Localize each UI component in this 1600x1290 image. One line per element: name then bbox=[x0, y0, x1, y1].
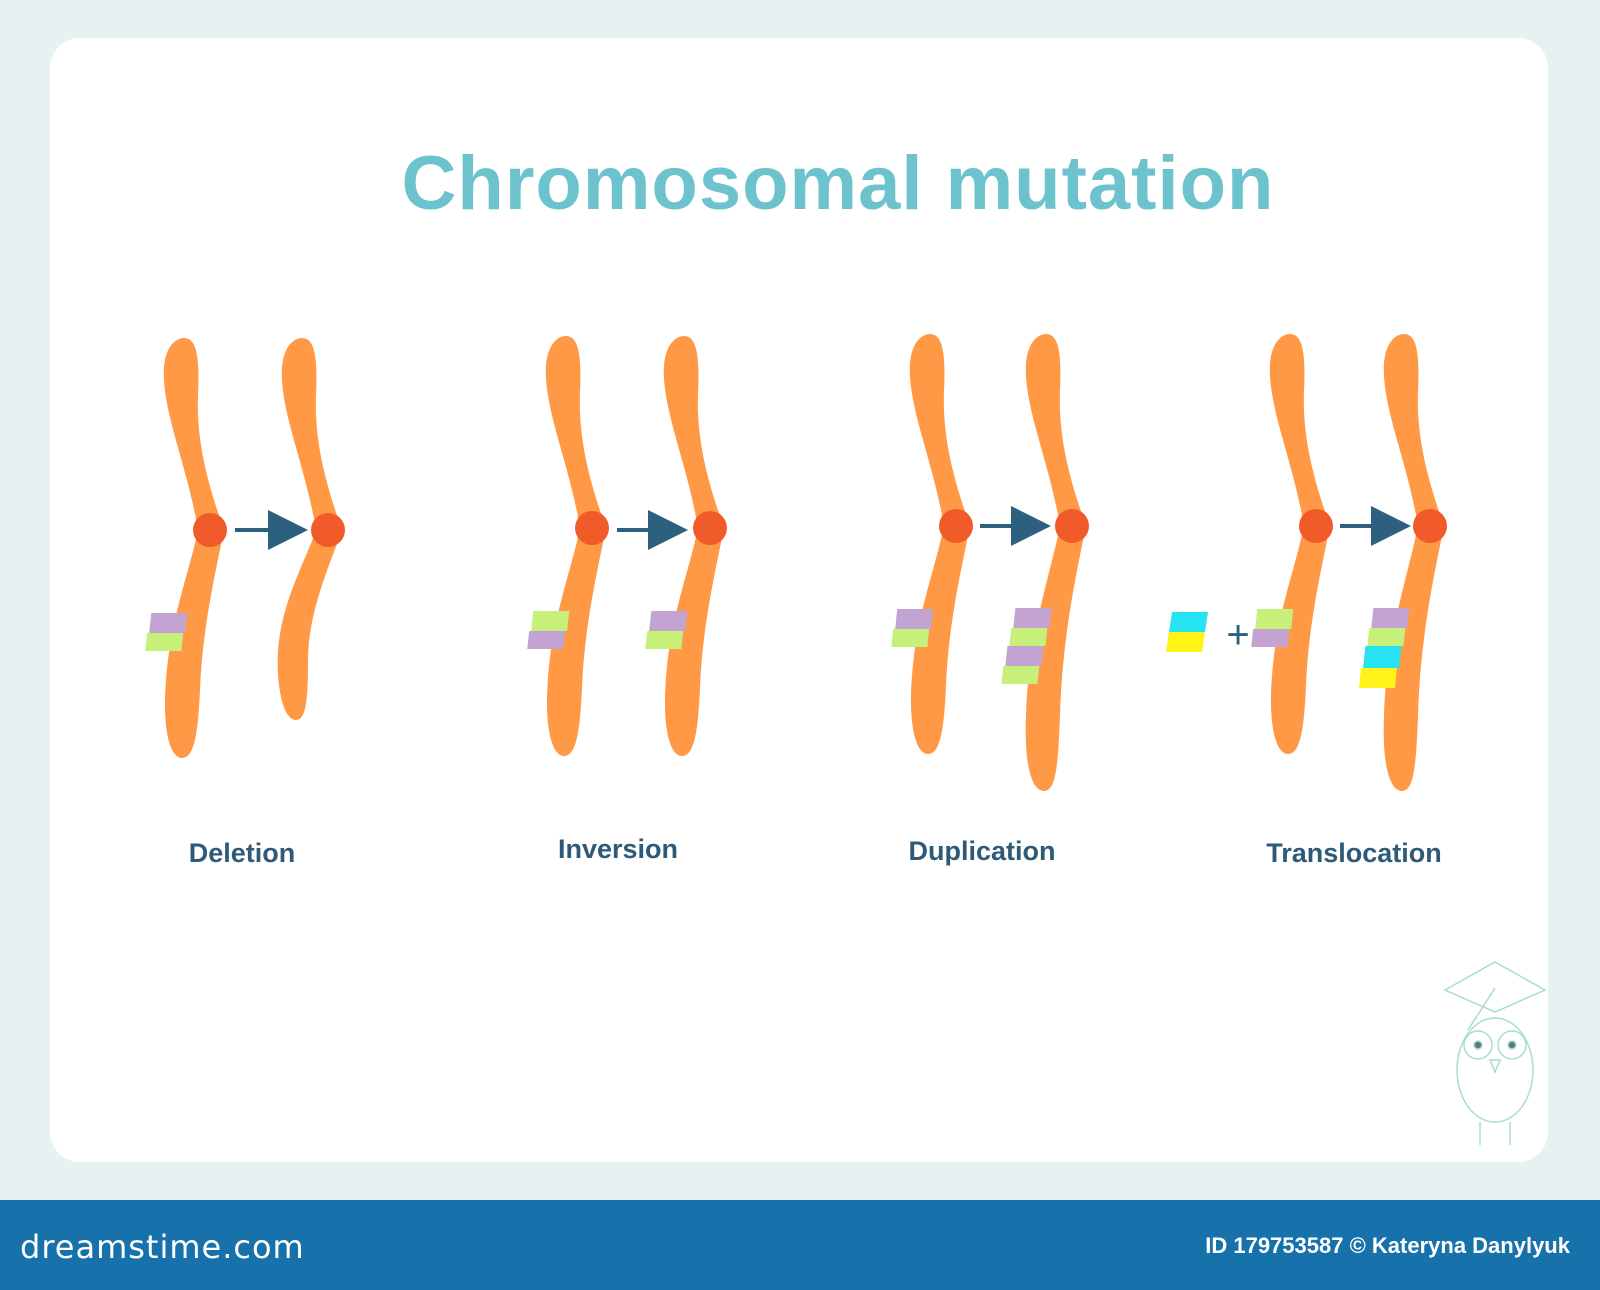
label-translocation: Translocation bbox=[1266, 838, 1442, 868]
chromosome-mutated bbox=[645, 336, 727, 756]
page-title: Chromosomal mutation bbox=[401, 141, 1275, 226]
label-deletion: Deletion bbox=[188, 838, 296, 868]
centromere bbox=[939, 509, 973, 543]
chromosome-mutated bbox=[277, 338, 345, 720]
centromere bbox=[1299, 509, 1333, 543]
plus-sign: + bbox=[1226, 613, 1249, 657]
mutation-diagram: + bbox=[145, 334, 1447, 791]
centromere bbox=[1055, 509, 1089, 543]
translocation-group: + bbox=[1166, 334, 1447, 791]
centromere bbox=[1413, 509, 1447, 543]
chromosome-original bbox=[527, 336, 609, 756]
centromere bbox=[311, 513, 345, 547]
chromosome-original bbox=[145, 338, 227, 758]
brand-logo[interactable]: dreamstime.com bbox=[20, 1228, 305, 1266]
deletion-group bbox=[145, 338, 345, 758]
inversion-group bbox=[527, 336, 727, 756]
centromere bbox=[575, 511, 609, 545]
owl-graduate-icon bbox=[1443, 961, 1547, 1145]
label-duplication: Duplication bbox=[908, 836, 1056, 866]
centromere bbox=[193, 513, 227, 547]
image-credit: ID 179753587 © Kateryna Danylyuk bbox=[1205, 1233, 1570, 1258]
fragment bbox=[1166, 612, 1208, 652]
chromosome-original bbox=[891, 334, 973, 754]
label-inversion: Inversion bbox=[557, 834, 679, 864]
chromosome-original bbox=[1251, 334, 1333, 754]
duplication-group bbox=[891, 334, 1089, 791]
chromosome-mutated bbox=[1001, 334, 1089, 791]
footer-bar: dreamstime.com ID 179753587 © Kateryna D… bbox=[0, 1200, 1600, 1290]
chromosome-mutated bbox=[1358, 334, 1447, 791]
centromere bbox=[693, 511, 727, 545]
